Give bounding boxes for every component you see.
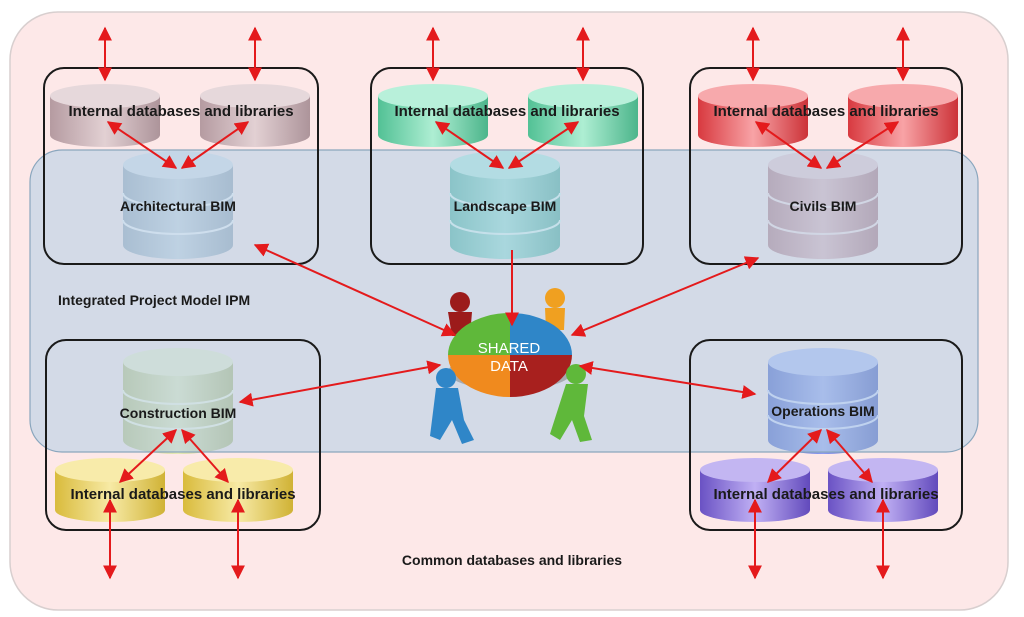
- arrow-civ-shared: [570, 256, 760, 337]
- landscape-module-box: [370, 67, 644, 265]
- architectural-bim-label: Architectural BIM: [120, 198, 236, 214]
- arrow-ops-shared: [578, 361, 757, 399]
- common-databases-label: Common databases and libraries: [401, 552, 623, 568]
- ipm-label: Integrated Project Model IPM: [58, 292, 251, 308]
- architectural-module-box: [43, 67, 319, 265]
- operations-bim-label: Operations BIM: [771, 403, 875, 419]
- land-lib-label: Internal databases and libraries: [394, 103, 620, 120]
- civ-lib-label: Internal databases and libraries: [713, 103, 939, 120]
- civils-module-box: [689, 67, 963, 265]
- cons-lib-label: Internal databases and libraries: [70, 486, 296, 503]
- arrow-arch-shared: [253, 243, 457, 337]
- operations-module-box: [689, 339, 963, 531]
- construction-bim-label: Construction BIM: [119, 405, 237, 421]
- arch-lib-label: Internal databases and libraries: [68, 103, 294, 120]
- shared-data-puzzle-icon: [430, 288, 592, 444]
- construction-module-box: [45, 339, 321, 531]
- civils-bim-label: Civils BIM: [789, 198, 857, 214]
- arrow-cons-shared: [238, 360, 442, 407]
- arrows: [98, 26, 910, 580]
- ops-lib-label: Internal databases and libraries: [713, 486, 939, 503]
- shared-data-label: SHARED DATA: [466, 340, 552, 376]
- shared-data-line2: DATA: [490, 358, 528, 375]
- shared-data-line1: SHARED: [477, 340, 541, 357]
- landscape-bim-label: Landscape BIM: [453, 198, 557, 214]
